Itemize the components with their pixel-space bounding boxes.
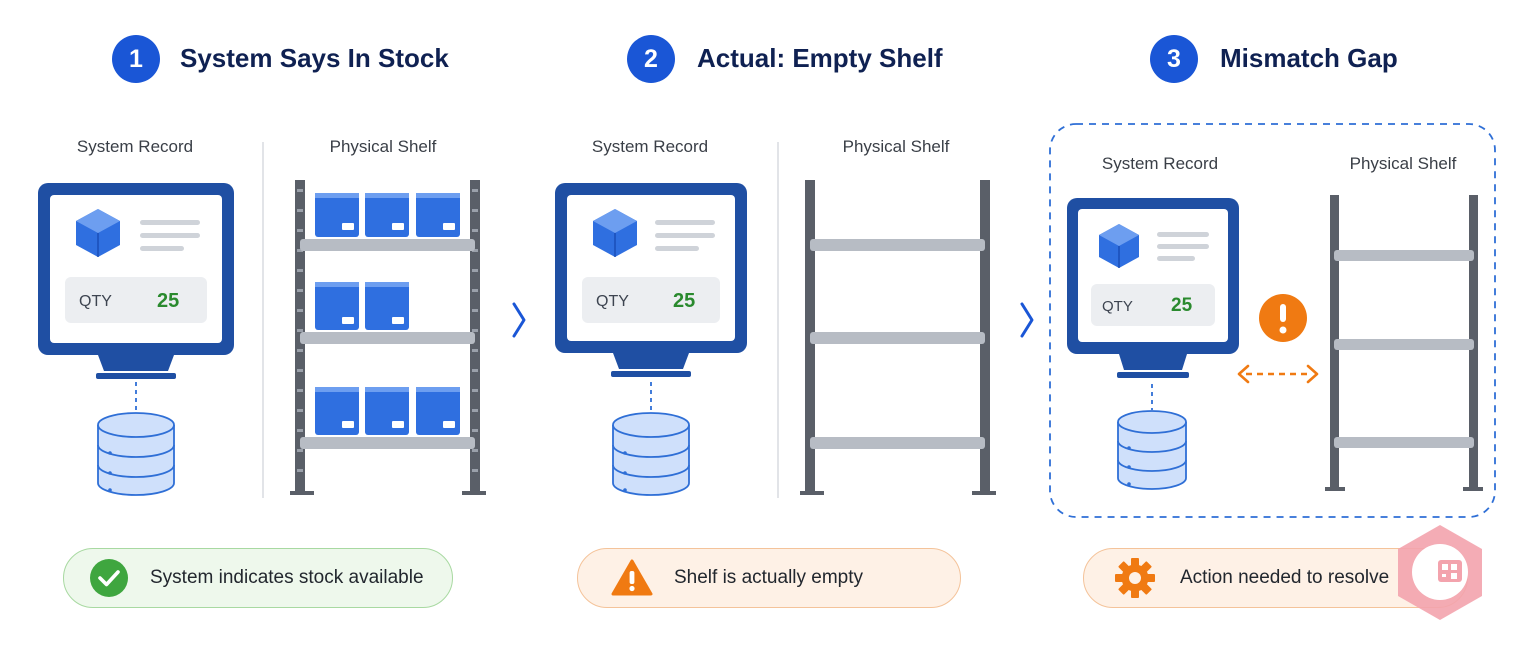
gap-double-arrow-icon bbox=[1237, 364, 1319, 384]
step-2-shelf-label: Physical Shelf bbox=[842, 137, 950, 156]
step-2-record-label: System Record bbox=[591, 137, 709, 156]
stock-boxes bbox=[315, 193, 460, 435]
step-1-shelf-label: Physical Shelf bbox=[329, 137, 437, 156]
step-3-shelf-label: Physical Shelf bbox=[1349, 154, 1457, 173]
step-3-qty-value: 25 bbox=[1171, 295, 1193, 316]
step-3-title: Mismatch Gap bbox=[1220, 43, 1398, 73]
step-2-monitor-icon bbox=[555, 183, 747, 377]
mismatch-highlight-box bbox=[1049, 123, 1496, 518]
step-3-record-label: System Record bbox=[1101, 154, 1219, 173]
warning-triangle-icon bbox=[611, 559, 653, 596]
watermark-logo-icon bbox=[1398, 525, 1482, 620]
check-circle-icon bbox=[90, 559, 128, 597]
step-2-qty-label: QTY bbox=[596, 293, 629, 310]
step-3-number-badge: 3 bbox=[1150, 35, 1198, 83]
step-2-status-pill: Shelf is actually empty bbox=[577, 548, 961, 608]
step-1-monitor-icon bbox=[38, 183, 234, 379]
step-2-qty-value: 25 bbox=[673, 290, 696, 312]
step-3-empty-shelf bbox=[1325, 195, 1483, 491]
step-1-status-pill: System indicates stock available bbox=[63, 548, 453, 608]
step-3-monitor-icon bbox=[1067, 198, 1239, 378]
chevron-right-icon bbox=[512, 302, 526, 338]
gear-icon bbox=[1115, 558, 1155, 598]
step-1-title: System Says In Stock bbox=[180, 43, 449, 73]
step-1-number-badge: 1 bbox=[112, 35, 160, 83]
alert-exclamation-icon bbox=[1259, 294, 1307, 342]
step-2-number-badge: 2 bbox=[627, 35, 675, 83]
step-2-database-icon bbox=[612, 382, 690, 496]
step-3-database-icon bbox=[1117, 384, 1187, 490]
step-1-stocked-shelf bbox=[290, 180, 486, 495]
step-2-empty-shelf bbox=[800, 180, 996, 495]
step-1-qty-label: QTY bbox=[79, 293, 112, 310]
chevron-right-icon bbox=[1020, 302, 1034, 338]
step-2-status-text: Shelf is actually empty bbox=[674, 567, 864, 588]
step-3-status-text: Action needed to resolve bbox=[1180, 567, 1390, 588]
step-2-title: Actual: Empty Shelf bbox=[697, 43, 943, 73]
step-1-database-icon bbox=[97, 382, 175, 496]
step-1-record-label: System Record bbox=[76, 137, 194, 156]
step-1-qty-value: 25 bbox=[157, 290, 180, 312]
step-3-qty-label: QTY bbox=[1102, 298, 1133, 315]
step-1-status-text: System indicates stock available bbox=[150, 567, 424, 588]
